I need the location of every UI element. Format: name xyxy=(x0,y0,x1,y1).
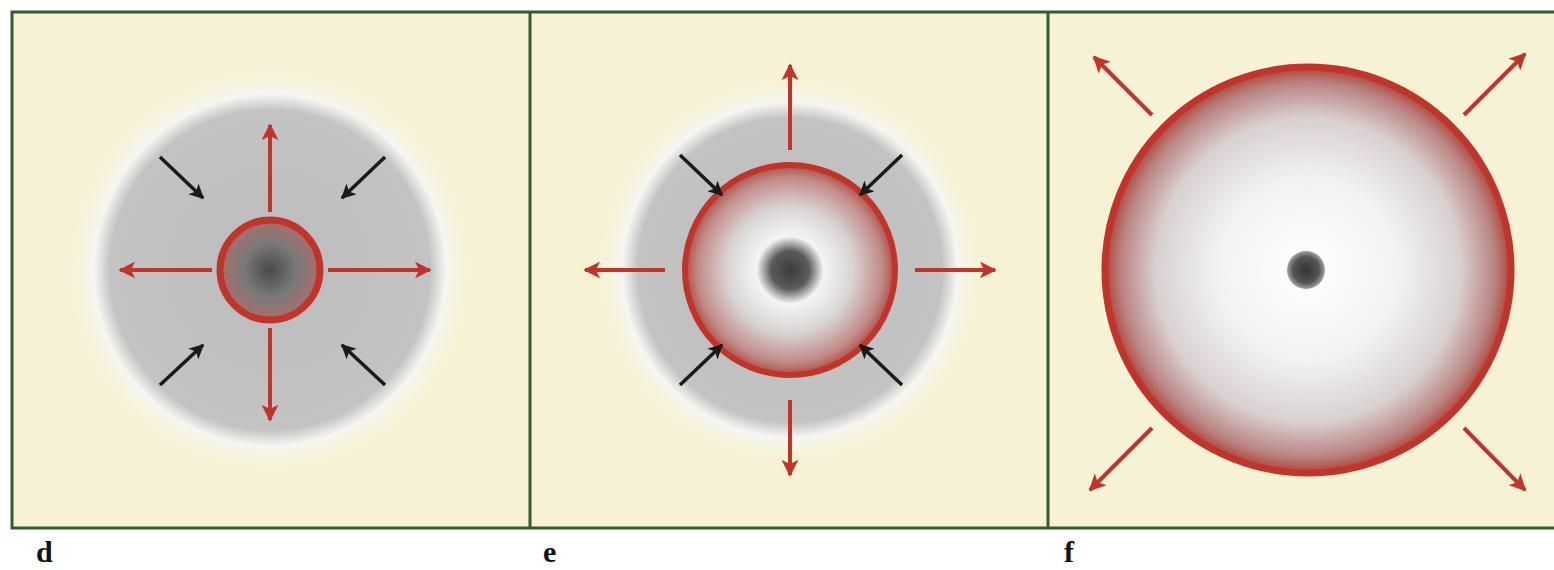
panel-letter: f xyxy=(1064,537,1074,567)
panel-d-art xyxy=(65,65,475,475)
panel-letter: d xyxy=(36,537,53,567)
panel-e-art xyxy=(585,65,995,475)
panel-frame xyxy=(12,12,1554,528)
panel-ground xyxy=(12,12,1554,528)
panel-letter: e xyxy=(543,537,556,567)
panel-f-art xyxy=(1090,54,1525,490)
